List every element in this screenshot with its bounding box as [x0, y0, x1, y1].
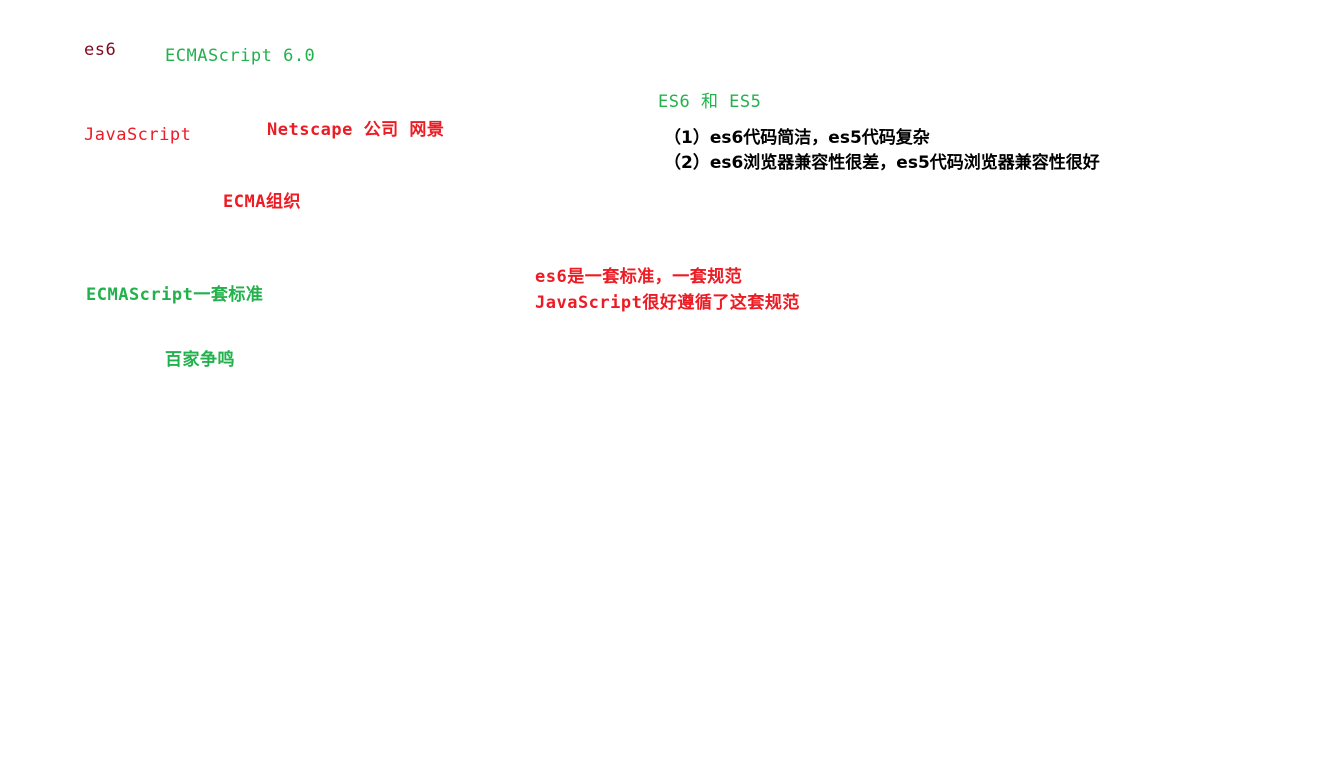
note-standard-description[interactable]: es6是一套标准，一套规范 JavaScript很好遵循了这套规范 — [535, 264, 800, 316]
note-es6[interactable]: es6 — [84, 40, 117, 60]
note-compare-list[interactable]: （1）es6代码简洁，es5代码复杂 （2）es6浏览器兼容性很差，es5代码浏… — [664, 126, 1100, 176]
note-javascript[interactable]: JavaScript — [84, 125, 192, 145]
note-baijia-zhengming[interactable]: 百家争鸣 — [165, 350, 235, 370]
note-ecma-organization[interactable]: ECMA组织 — [223, 192, 301, 212]
standard-line-2: JavaScript很好遵循了这套规范 — [535, 293, 800, 313]
note-ecmascript-version[interactable]: ECMAScript 6.0 — [165, 46, 316, 66]
standard-line-1: es6是一套标准，一套规范 — [535, 267, 743, 287]
note-compare-title[interactable]: ES6 和 ES5 — [658, 92, 762, 112]
compare-item-2: （2）es6浏览器兼容性很差，es5代码浏览器兼容性很好 — [664, 153, 1100, 173]
compare-item-1: （1）es6代码简洁，es5代码复杂 — [664, 128, 930, 148]
note-ecmascript-standard[interactable]: ECMAScript一套标准 — [86, 285, 264, 305]
note-netscape[interactable]: Netscape 公司 网景 — [267, 120, 445, 140]
